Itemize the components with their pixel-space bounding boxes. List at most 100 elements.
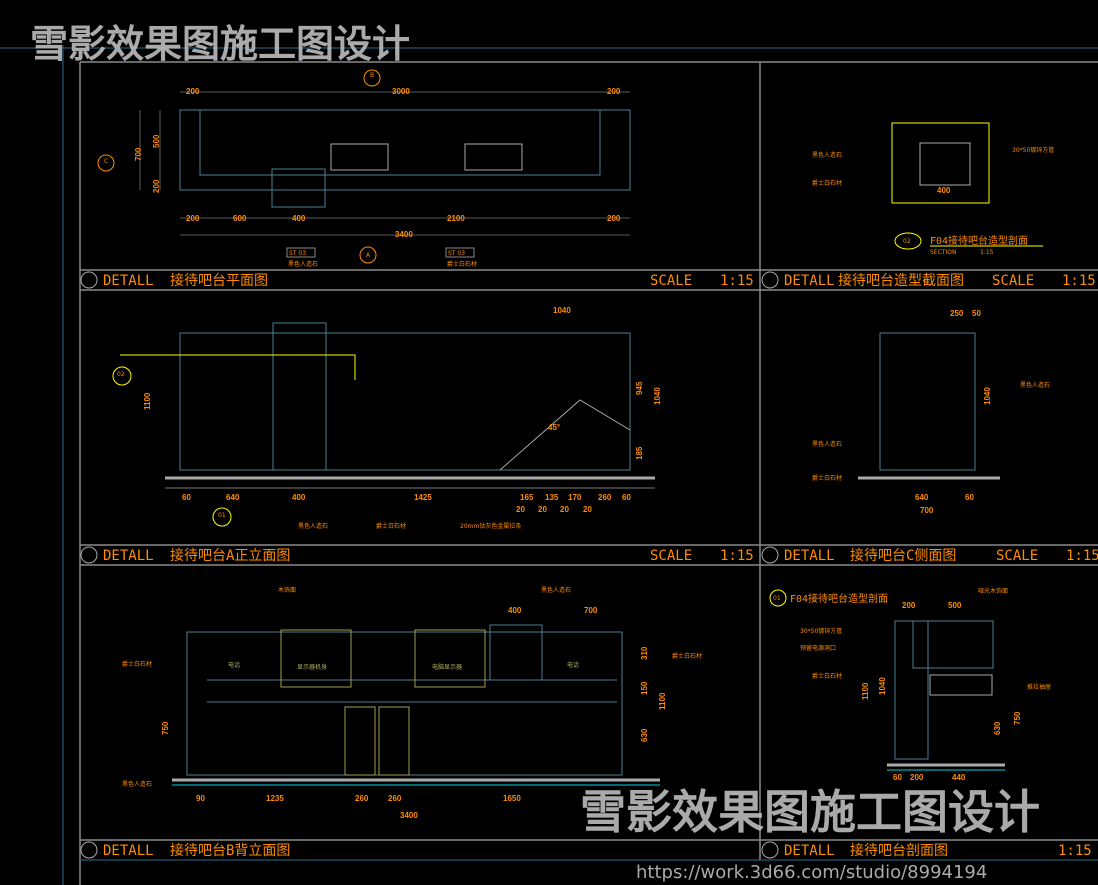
svg-text:01: 01 xyxy=(773,595,781,602)
svg-text:黑色人造石: 黑色人造石 xyxy=(1020,381,1050,389)
svg-text:接待吧台B背立面图: 接待吧台B背立面图 xyxy=(170,842,290,859)
svg-text:SCALE: SCALE xyxy=(992,273,1034,289)
svg-text:750: 750 xyxy=(1013,711,1022,725)
svg-text:F04接待吧台造型剖面: F04接待吧台造型剖面 xyxy=(790,592,888,605)
title-bar-elevation-b: DETALL 接待吧台B背立面图 xyxy=(80,841,290,859)
title-bar-elevation-a: DETALL 接待吧台A正立面图 SCALE 1:15 xyxy=(80,546,754,564)
svg-text:SCALE: SCALE xyxy=(650,548,692,564)
title-bar-plan: DETALL 接待吧台平面图 SCALE 1:15 xyxy=(80,271,754,289)
section-marker-a: A xyxy=(359,246,377,264)
svg-text:爵士白石材: 爵士白石材 xyxy=(812,179,842,187)
svg-text:爵士白石材: 爵士白石材 xyxy=(812,672,842,680)
svg-text:20: 20 xyxy=(583,505,592,514)
svg-text:哑光木饰面: 哑光木饰面 xyxy=(978,587,1008,595)
svg-text:200: 200 xyxy=(152,179,161,193)
svg-text:1:15: 1:15 xyxy=(1062,273,1096,289)
svg-text:1040: 1040 xyxy=(983,387,992,405)
svg-text:200: 200 xyxy=(607,214,621,223)
svg-text:260: 260 xyxy=(355,794,369,803)
svg-text:接待吧台造型截面图: 接待吧台造型截面图 xyxy=(838,272,964,289)
svg-text:C: C xyxy=(104,158,108,165)
svg-text:接待吧台剖面图: 接待吧台剖面图 xyxy=(850,842,948,859)
svg-text:推拉抽屉: 推拉抽屉 xyxy=(1027,683,1051,691)
svg-text:DETALL: DETALL xyxy=(784,273,835,289)
svg-text:ST 03: ST 03 xyxy=(448,250,465,257)
svg-text:200: 200 xyxy=(607,87,621,96)
svg-text:50: 50 xyxy=(972,309,981,318)
svg-text:显示器机身: 显示器机身 xyxy=(297,663,327,671)
svg-text:黑色人造石: 黑色人造石 xyxy=(288,260,318,268)
svg-text:945: 945 xyxy=(635,381,644,395)
svg-text:1040: 1040 xyxy=(653,387,662,405)
svg-text:黑色人造石: 黑色人造石 xyxy=(812,151,842,159)
svg-text:400: 400 xyxy=(292,493,306,502)
svg-text:SCALE: SCALE xyxy=(650,273,692,289)
svg-text:黑色人造石: 黑色人造石 xyxy=(812,440,842,448)
svg-text:170: 170 xyxy=(568,493,582,502)
plan-view: 200 3000 200 200 600 400 2100 200 3400 7… xyxy=(97,69,631,268)
sheet-frame xyxy=(79,61,1098,885)
svg-text:3400: 3400 xyxy=(400,811,418,820)
svg-text:150: 150 xyxy=(640,681,649,695)
svg-text:1:15: 1:15 xyxy=(1058,843,1092,859)
svg-text:01: 01 xyxy=(218,512,226,519)
svg-text:200: 200 xyxy=(186,214,200,223)
svg-text:B: B xyxy=(370,72,374,79)
section-view: 400 黑色人造石 爵士白石材 30*50镀锌方管 02 F04接待吧台造型剖面… xyxy=(812,122,1054,256)
svg-text:1100: 1100 xyxy=(143,392,152,410)
svg-text:黑色人造石: 黑色人造石 xyxy=(298,522,328,530)
side-c-view: 250 50 640 60 700 1040 黑色人造石 黑色人造石 爵士白石材 xyxy=(812,309,1050,515)
svg-text:185: 185 xyxy=(635,446,644,460)
svg-text:1235: 1235 xyxy=(266,794,284,803)
svg-text:DETALL: DETALL xyxy=(784,548,835,564)
marker-01: 01 xyxy=(212,507,232,527)
svg-text:135: 135 xyxy=(545,493,559,502)
svg-text:3000: 3000 xyxy=(392,87,410,96)
svg-text:电脑显示器: 电脑显示器 xyxy=(432,663,462,671)
svg-text:木饰面: 木饰面 xyxy=(278,586,296,594)
svg-text:600: 600 xyxy=(233,214,247,223)
svg-text:2100: 2100 xyxy=(447,214,465,223)
svg-text:1100: 1100 xyxy=(658,692,667,710)
svg-text:1040: 1040 xyxy=(553,306,571,315)
svg-text:1100: 1100 xyxy=(861,682,870,700)
svg-text:260: 260 xyxy=(388,794,402,803)
svg-text:640: 640 xyxy=(226,493,240,502)
svg-text:310: 310 xyxy=(640,646,649,660)
svg-text:SECTION: SECTION xyxy=(930,249,956,256)
elevation-a-view: 02 01 1040 45° 60 640 400 1425 165 135 1… xyxy=(112,306,662,530)
watermark-url: https://work.3d66.com/studio/8994194 xyxy=(636,862,988,883)
svg-text:250: 250 xyxy=(950,309,964,318)
svg-text:1:15: 1:15 xyxy=(720,548,754,564)
svg-text:接待吧台A正立面图: 接待吧台A正立面图 xyxy=(170,547,290,564)
svg-text:60: 60 xyxy=(622,493,631,502)
svg-text:爵士白石材: 爵士白石材 xyxy=(122,660,152,668)
svg-text:3400: 3400 xyxy=(395,230,413,239)
section-b-view: 200 500 60 200 440 1100 1040 750 630 30*… xyxy=(769,587,1051,782)
svg-text:700: 700 xyxy=(584,606,598,615)
svg-text:爵士白石材: 爵士白石材 xyxy=(447,260,477,268)
svg-text:接待吧台平面图: 接待吧台平面图 xyxy=(170,272,268,289)
material-tag-2: ST 03 xyxy=(445,247,475,258)
title-bar-section-b: DETALL 接待吧台剖面图 1:15 xyxy=(761,841,1092,859)
svg-text:20: 20 xyxy=(560,505,569,514)
svg-text:DETALL: DETALL xyxy=(103,843,154,859)
svg-text:45°: 45° xyxy=(548,423,560,432)
svg-text:260: 260 xyxy=(598,493,612,502)
svg-text:400: 400 xyxy=(937,186,951,195)
svg-text:500: 500 xyxy=(152,134,161,148)
svg-text:750: 750 xyxy=(161,721,170,735)
svg-text:400: 400 xyxy=(292,214,306,223)
svg-text:1040: 1040 xyxy=(878,677,887,695)
svg-text:DETALL: DETALL xyxy=(103,273,154,289)
svg-text:电话: 电话 xyxy=(567,661,579,669)
svg-text:黑色人造石: 黑色人造石 xyxy=(122,780,152,788)
svg-text:SCALE: SCALE xyxy=(996,548,1038,564)
svg-text:A: A xyxy=(366,252,371,259)
svg-text:爵士白石材: 爵士白石材 xyxy=(376,522,406,530)
svg-text:20: 20 xyxy=(516,505,525,514)
watermark-title-bottom: 雪影效果图施工图设计 xyxy=(580,785,1040,839)
svg-text:60: 60 xyxy=(893,773,902,782)
svg-text:DETALL: DETALL xyxy=(103,548,154,564)
svg-text:200: 200 xyxy=(186,87,200,96)
